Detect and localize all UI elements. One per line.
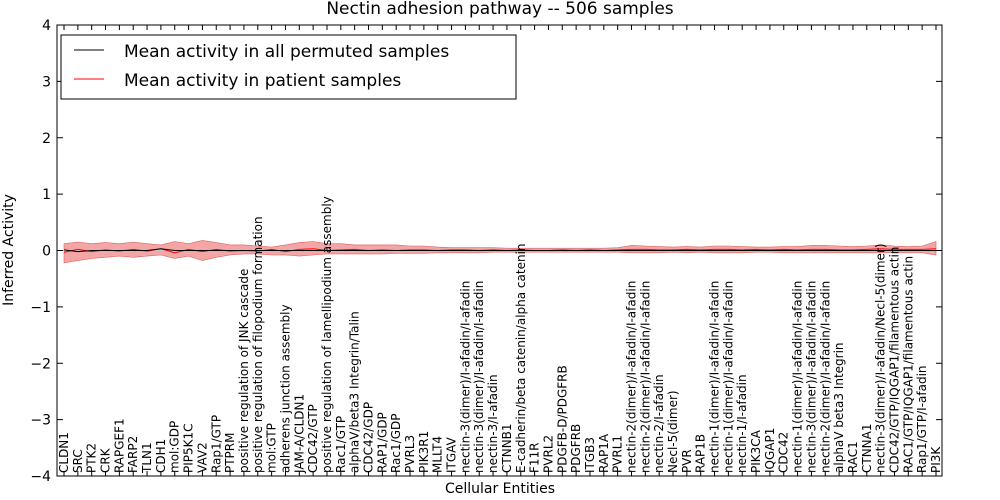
x-tick-label: CDH1 <box>154 439 168 473</box>
x-tick-label: positive regulation of lamellipodium ass… <box>320 196 334 473</box>
x-tick-label: CDC42/GTP/IQGAP1/filamentous actin <box>888 247 902 473</box>
x-tick-label: Rap1/GTP/I-afadin <box>915 365 929 473</box>
x-tick-label: nectin-1/I-afadin <box>735 374 749 473</box>
x-tick-label: nectin-3(dimer)/I-afadin/I-afadin <box>472 281 486 473</box>
x-tick-label: nectin-1(dimer)/I-afadin/I-afadin <box>791 281 805 473</box>
plot-frame <box>56 24 943 477</box>
x-tick-label: nectin-2(dimer)/I-afadin/I-afadin <box>638 281 652 473</box>
x-tick-label: positive regulation of filopodium format… <box>251 216 265 473</box>
y-tick-label: −3 <box>30 413 51 429</box>
legend-box <box>60 34 517 100</box>
x-tick-label: ITGB3 <box>583 437 597 473</box>
x-tick-label: PVRL1 <box>611 435 625 473</box>
x-tick-label: nectin-2(dimer)/I-afadin/I-afadin <box>625 281 639 473</box>
legend: Mean activity in all permuted samples Me… <box>60 34 517 100</box>
x-tick-label: CDC42 <box>777 432 791 473</box>
series-line-layer <box>63 248 937 254</box>
x-tick-label: nectin-3(dimer)/I-afadin/I-afadin <box>458 281 472 473</box>
x-tick-label: nectin-3(dimer)/I-afadin/Necl-5(dimer) <box>874 243 888 473</box>
x-tick-label: CTNNA1 <box>860 423 874 473</box>
y-tick-label: 1 <box>42 187 51 203</box>
y-tick-label: 2 <box>42 131 51 147</box>
x-tick-label: nectin-3/I-afadin <box>486 374 500 473</box>
x-tick-label: ITGAV <box>445 436 459 473</box>
x-tick-label: FARP2 <box>126 436 140 473</box>
legend-label-permuted: Mean activity in all permuted samples <box>124 42 449 62</box>
x-tick-label: CDC42/GDP <box>362 402 376 473</box>
y-tick-label: 4 <box>42 18 51 34</box>
x-tick-label: nectin-3(dimer)/I-afadin/I-afadin <box>804 281 818 473</box>
x-tick-label: nectin-2/I-afadin <box>652 374 666 473</box>
x-tick-label: RAP1B <box>694 434 708 473</box>
x-axis-label: Cellular Entities <box>445 481 555 497</box>
x-tick-label: positive regulation of JNK cascade <box>237 269 251 473</box>
x-tick-label: VAV2 <box>195 442 209 473</box>
x-tick-label: Rap1/GTP <box>209 415 223 473</box>
y-axis-label: Inferred Activity <box>1 194 17 306</box>
x-tick-label: E-cadherin/beta catenin/alpha catenin <box>514 243 528 473</box>
x-tick-label: RAC1 <box>846 441 860 473</box>
x-tick-label: RAC1/GTP/IQGAP1/filamentous actin <box>901 256 915 473</box>
x-tick-label: PVR <box>680 449 694 473</box>
x-tick-label: PVRL3 <box>403 435 417 473</box>
x-tick-label: CDC42/GTP <box>306 404 320 473</box>
x-tick-label: PVRL2 <box>541 435 555 473</box>
x-tick-label: RAP1/GDP <box>375 412 389 473</box>
x-tick-label: PDGFRB <box>569 424 583 473</box>
x-tick-label: PDGFB-D/PDGFRB <box>555 365 569 473</box>
permuted-mean-line <box>63 248 936 253</box>
y-tick-label: −2 <box>30 356 51 372</box>
x-tick-label: TLN1 <box>140 442 154 474</box>
x-tick-label: adherens junction assembly <box>279 304 293 473</box>
x-tick-label: CRK <box>99 447 113 473</box>
x-tick-label: nectin-1(dimer)/I-afadin/I-afadin <box>721 281 735 473</box>
x-tick-label: PTK2 <box>85 443 99 473</box>
y-tick-label: −1 <box>30 300 51 316</box>
x-tick-label: mol:GDP <box>168 421 182 473</box>
x-tick-label: mol:GTP <box>265 423 279 473</box>
confidence-band-layer <box>63 240 937 264</box>
x-tick-label: nectin-1(dimer)/I-afadin/I-afadin <box>708 281 722 473</box>
x-tick-label: alphaV beta3 Integrin <box>832 342 846 473</box>
x-tick-label: CTNNB1 <box>500 423 514 473</box>
x-tick-label: MLLT4 <box>431 436 445 473</box>
x-tick-label: RAP1A <box>597 433 611 473</box>
y-tick-layer: −4 −3 −2 −1 0 1 2 3 4 <box>30 18 942 485</box>
y-tick-label: −4 <box>30 469 51 485</box>
legend-label-patient: Mean activity in patient samples <box>124 71 401 91</box>
x-tick-label: Necl-5(dimer) <box>666 390 680 473</box>
x-tick-label: PIP5K1C <box>182 423 196 473</box>
x-tick-label: IQGAP1 <box>763 428 777 473</box>
patient-activity-band <box>63 240 937 264</box>
x-tick-label: SRC <box>71 449 85 473</box>
x-tick-label: F11R <box>528 442 542 473</box>
x-tick-label: CLDN1 <box>57 432 71 473</box>
y-tick-label: 3 <box>42 74 51 90</box>
x-tick-label: RAPGEF1 <box>112 418 126 473</box>
x-tick-label: Rac1/GDP <box>389 414 403 473</box>
y-tick-label: 0 <box>42 244 51 260</box>
x-tick-label: PIK3CA <box>749 429 763 473</box>
x-tick-label: Rac1/GTP <box>334 416 348 473</box>
x-tick-label: PIK3R1 <box>417 431 431 473</box>
x-tick-label: PI3K <box>929 446 943 473</box>
x-tick-label: JAM-A/CLDN1 <box>292 394 306 474</box>
x-tick-label: nectin-2(dimer)/I-afadin/I-afadin <box>818 281 832 473</box>
x-tick-label: PTPRM <box>223 433 237 474</box>
x-tick-label: alphaV/beta3 Integrin/Talin <box>348 311 362 473</box>
chart-title: Nectin adhesion pathway -- 506 samples <box>326 0 673 19</box>
